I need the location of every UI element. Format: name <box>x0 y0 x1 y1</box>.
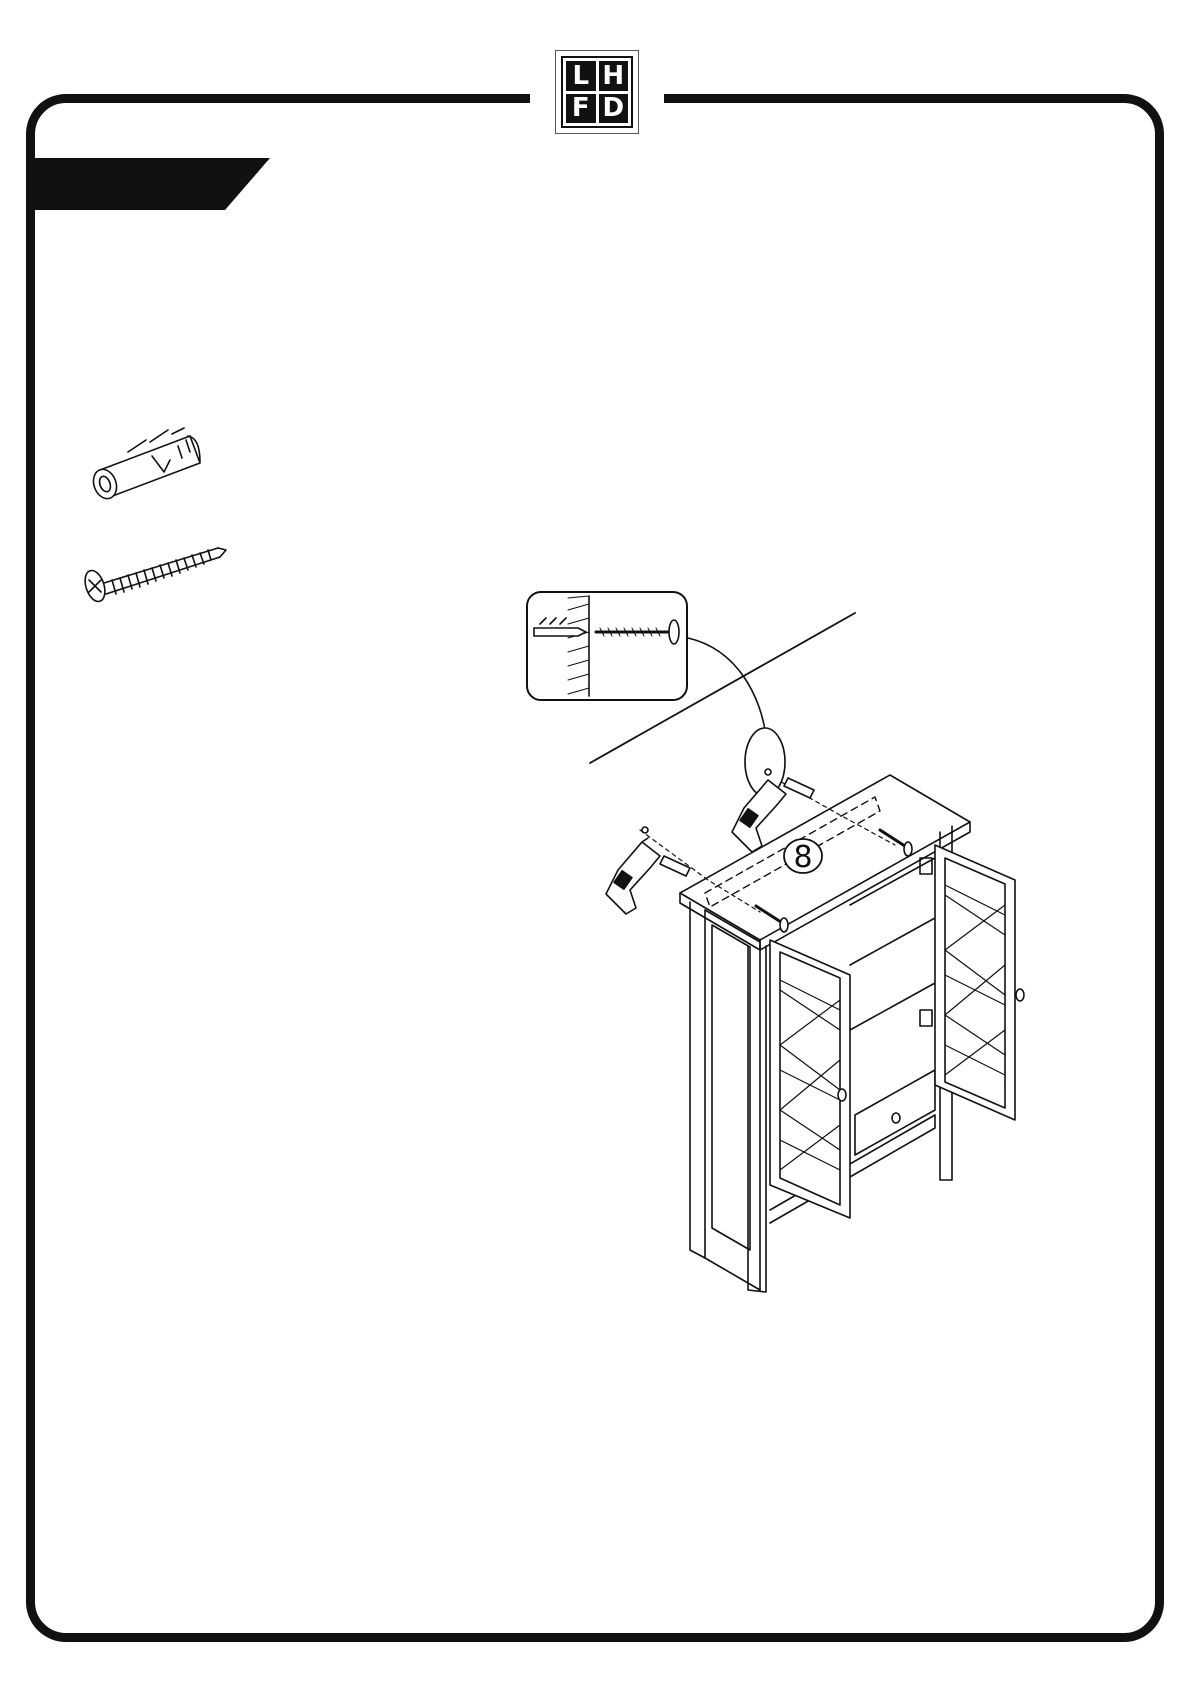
screw-icon <box>81 548 226 604</box>
cabinet-icon <box>680 775 1024 1292</box>
detail-inset <box>527 592 765 730</box>
drill-icon <box>606 827 660 914</box>
wall-anchor-icon <box>90 428 200 502</box>
callout-number: 8 <box>793 840 812 875</box>
